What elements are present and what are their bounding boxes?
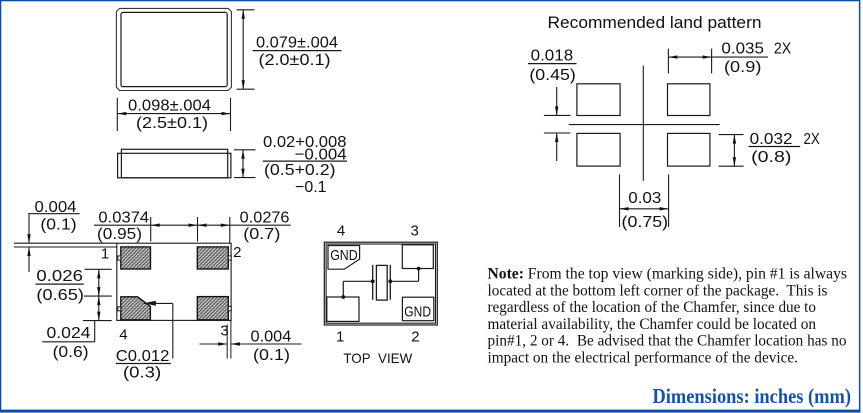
svg-text:Recommended land pattern: Recommended land pattern xyxy=(548,14,762,32)
svg-text:1: 1 xyxy=(336,328,344,345)
svg-text:(2.0±0.1): (2.0±0.1) xyxy=(259,52,331,69)
svg-text:(0.7): (0.7) xyxy=(243,226,280,243)
svg-text:1: 1 xyxy=(101,246,109,263)
svg-text:2: 2 xyxy=(411,328,419,345)
svg-text:GND: GND xyxy=(404,305,431,321)
svg-text:4: 4 xyxy=(119,326,127,343)
svg-text:(0.6): (0.6) xyxy=(53,344,89,361)
svg-text:Dimensions: inches (mm): Dimensions: inches (mm) xyxy=(653,384,852,408)
svg-text:(0.5+0.2): (0.5+0.2) xyxy=(264,162,336,179)
svg-text:(0.75): (0.75) xyxy=(622,214,669,231)
svg-text:2X: 2X xyxy=(804,131,821,148)
svg-text:(0.45): (0.45) xyxy=(529,67,576,84)
svg-text:(2.5±0.1): (2.5±0.1) xyxy=(136,115,208,132)
svg-text:located at the bottom left cor: located at the bottom left corner of the… xyxy=(488,282,828,299)
svg-text:(0.3): (0.3) xyxy=(123,365,161,382)
svg-text:material availability, the Cha: material availability, the Chamfer could… xyxy=(488,316,817,333)
svg-text:0.026: 0.026 xyxy=(36,268,83,285)
svg-text:0.079±.004: 0.079±.004 xyxy=(256,34,338,51)
svg-text:Note: From the top view (marki: Note: From the top view (marking side), … xyxy=(488,266,848,283)
svg-text:0.032: 0.032 xyxy=(750,131,793,148)
svg-text:0.0374: 0.0374 xyxy=(98,210,149,227)
svg-text:3: 3 xyxy=(411,222,419,239)
svg-text:0.035: 0.035 xyxy=(721,40,764,57)
svg-text:(0.95): (0.95) xyxy=(97,226,142,243)
svg-text:(0.8): (0.8) xyxy=(751,149,791,166)
svg-text:0.03: 0.03 xyxy=(628,190,661,207)
svg-text:(0.1): (0.1) xyxy=(40,216,76,233)
svg-text:GND: GND xyxy=(330,248,358,264)
svg-text:TOP VIEW: TOP VIEW xyxy=(343,350,413,366)
svg-text:4: 4 xyxy=(337,222,345,239)
svg-text:0.004: 0.004 xyxy=(35,199,77,216)
svg-text:(0.1): (0.1) xyxy=(253,347,290,364)
svg-text:regardless of the location of: regardless of the location of the Chamfe… xyxy=(488,299,817,316)
svg-text:impact on the electrical perfo: impact on the electrical performance of … xyxy=(488,350,799,367)
svg-text:0.018: 0.018 xyxy=(531,47,574,64)
svg-text:−0.1: −0.1 xyxy=(295,179,327,196)
svg-text:0.024: 0.024 xyxy=(47,325,91,342)
svg-text:3: 3 xyxy=(220,323,228,340)
svg-text:(0.65): (0.65) xyxy=(36,287,84,304)
svg-text:−0.004: −0.004 xyxy=(295,146,347,163)
svg-text:pin#1, 2 or 4. Be advised tha: pin#1, 2 or 4. Be advised that the Chamf… xyxy=(488,333,847,350)
svg-text:0.004: 0.004 xyxy=(251,329,292,346)
svg-text:0.02+0.008: 0.02+0.008 xyxy=(263,134,347,151)
svg-text:(0.9): (0.9) xyxy=(724,59,761,76)
svg-text:2X: 2X xyxy=(774,40,792,57)
svg-text:2: 2 xyxy=(233,244,241,261)
svg-text:0.098±.004: 0.098±.004 xyxy=(128,97,211,114)
svg-text:C0.012: C0.012 xyxy=(116,348,170,365)
svg-text:0.0276: 0.0276 xyxy=(240,210,290,227)
